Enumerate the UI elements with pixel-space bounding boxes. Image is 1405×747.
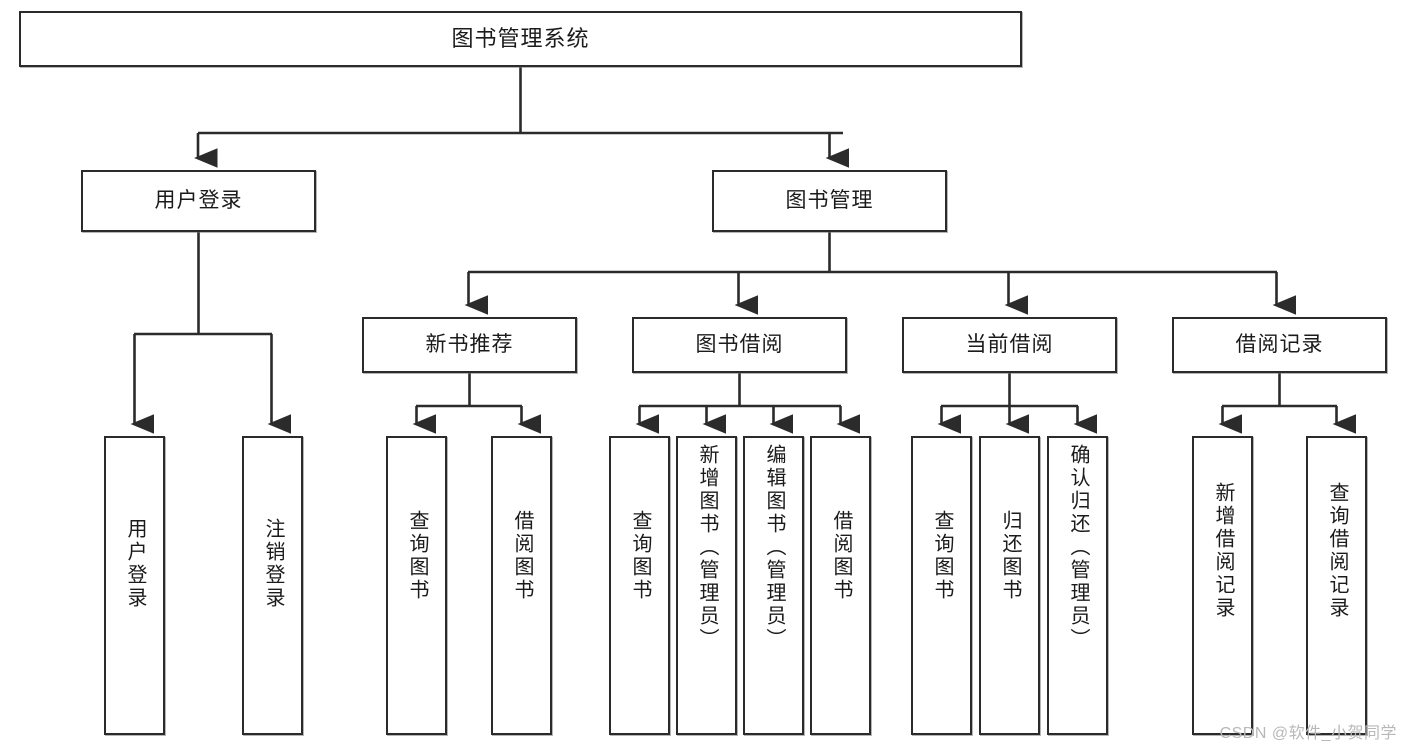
node-book-borrow[interactable]: 图书借阅	[632, 317, 847, 373]
node-label: 当前借阅	[965, 332, 1054, 356]
leaf-query-borrow-record[interactable]: 查询借阅记录	[1306, 436, 1367, 735]
node-label: 归还图书	[999, 510, 1021, 602]
node-label: 查询图书	[931, 510, 953, 602]
node-label: 查询借阅记录	[1326, 482, 1348, 620]
leaf-query-book-current[interactable]: 查询图书	[911, 436, 972, 735]
leaf-query-book-borrow[interactable]: 查询图书	[609, 436, 670, 735]
node-label: 用户登录	[154, 188, 243, 212]
leaf-edit-book-admin[interactable]: 编辑图书（管理员）	[743, 436, 804, 735]
node-label: 编辑图书（管理员）	[763, 444, 785, 651]
node-new-book-recommend[interactable]: 新书推荐	[362, 317, 577, 373]
node-label: 确认归还（管理员）	[1067, 444, 1089, 651]
leaf-confirm-return-admin[interactable]: 确认归还（管理员）	[1047, 436, 1108, 735]
node-label: 图书管理	[785, 188, 874, 212]
leaf-borrow-book-recommend[interactable]: 借阅图书	[491, 436, 552, 735]
node-label: 图书管理系统	[451, 26, 590, 52]
node-label: 新书推荐	[425, 332, 514, 356]
node-current-borrow[interactable]: 当前借阅	[902, 317, 1117, 373]
node-label: 查询图书	[629, 510, 651, 602]
leaf-add-borrow-record[interactable]: 新增借阅记录	[1192, 436, 1253, 735]
leaf-return-book[interactable]: 归还图书	[979, 436, 1040, 735]
node-root-system[interactable]: 图书管理系统	[19, 11, 1022, 67]
node-label: 用户登录	[124, 518, 146, 610]
node-label: 借阅图书	[830, 510, 852, 602]
node-label: 注销登录	[262, 518, 284, 610]
leaf-user-login[interactable]: 用户登录	[104, 436, 165, 735]
node-label: 新增图书（管理员）	[696, 444, 718, 651]
node-borrow-record[interactable]: 借阅记录	[1172, 317, 1387, 373]
node-label: 查询图书	[406, 510, 428, 602]
node-label: 图书借阅	[695, 332, 784, 356]
node-book-management[interactable]: 图书管理	[712, 170, 947, 232]
node-label: 新增借阅记录	[1212, 482, 1234, 620]
node-user-login[interactable]: 用户登录	[81, 170, 316, 232]
node-label: 借阅记录	[1235, 332, 1324, 356]
leaf-add-book-admin[interactable]: 新增图书（管理员）	[676, 436, 737, 735]
node-label: 借阅图书	[511, 510, 533, 602]
leaf-borrow-book[interactable]: 借阅图书	[810, 436, 871, 735]
leaf-query-book-recommend[interactable]: 查询图书	[386, 436, 447, 735]
leaf-logout[interactable]: 注销登录	[242, 436, 303, 735]
